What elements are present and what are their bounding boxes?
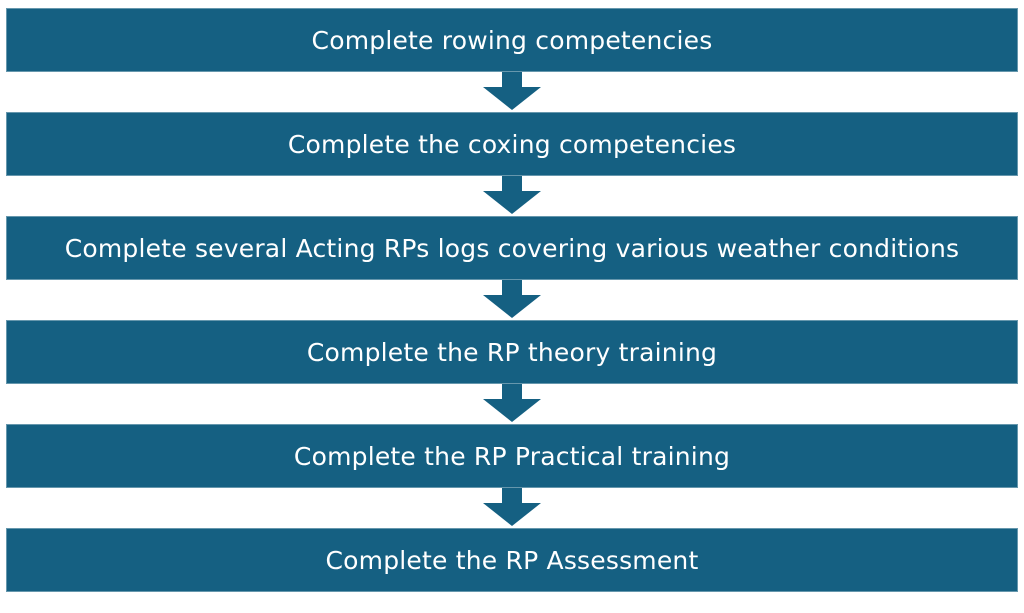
flow-connector-2: [6, 176, 1018, 216]
step-box-2: Complete the coxing competencies: [6, 112, 1018, 176]
down-arrow-icon: [483, 87, 541, 110]
step-label-6: Complete the RP Assessment: [325, 545, 699, 575]
flow-connector-5: [6, 488, 1018, 528]
down-arrow-icon: [502, 384, 522, 399]
down-arrow-icon: [483, 191, 541, 214]
down-arrow-icon: [483, 295, 541, 318]
step-label-3: Complete several Acting RPs logs coverin…: [64, 233, 960, 263]
step-box-1: Complete rowing competencies: [6, 8, 1018, 72]
process-flow: Complete rowing competencies Complete th…: [6, 8, 1018, 592]
down-arrow-icon: [483, 503, 541, 526]
flow-connector-1: [6, 72, 1018, 112]
step-label-1: Complete rowing competencies: [311, 25, 713, 55]
step-box-4: Complete the RP theory training: [6, 320, 1018, 384]
step-box-3: Complete several Acting RPs logs coverin…: [6, 216, 1018, 280]
down-arrow-icon: [502, 488, 522, 503]
step-label-4: Complete the RP theory training: [306, 337, 718, 367]
flow-connector-4: [6, 384, 1018, 424]
step-box-6: Complete the RP Assessment: [6, 528, 1018, 592]
step-label-2: Complete the coxing competencies: [287, 129, 737, 159]
down-arrow-icon: [502, 72, 522, 87]
flow-connector-3: [6, 280, 1018, 320]
step-box-5: Complete the RP Practical training: [6, 424, 1018, 488]
down-arrow-icon: [502, 176, 522, 191]
step-label-5: Complete the RP Practical training: [293, 441, 731, 471]
down-arrow-icon: [483, 399, 541, 422]
down-arrow-icon: [502, 280, 522, 295]
